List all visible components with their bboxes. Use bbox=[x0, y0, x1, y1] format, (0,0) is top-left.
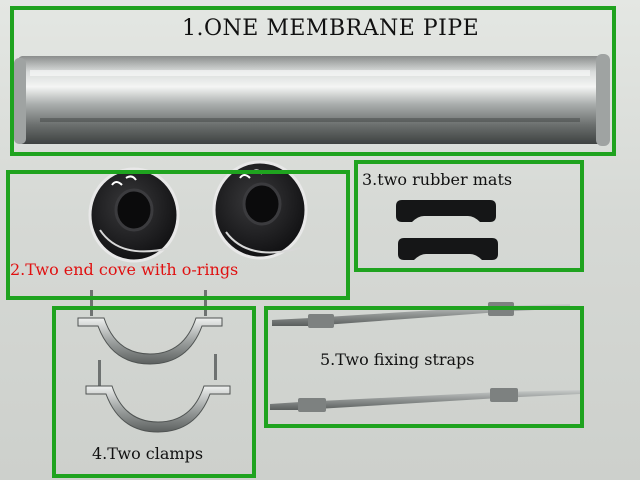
pipe-label: 1.ONE MEMBRANE PIPE bbox=[182, 16, 480, 41]
rubber-mat-bottom bbox=[398, 238, 498, 260]
straps-highlight-box bbox=[264, 306, 584, 428]
pipe-highlight-box bbox=[10, 6, 616, 156]
rubber-mat-top bbox=[396, 200, 496, 222]
straps-label: 5.Two fixing straps bbox=[320, 350, 475, 369]
end-cap-right bbox=[212, 160, 308, 260]
membrane-pipe bbox=[14, 54, 610, 146]
end-caps-label: 2.Two end cove with o-rings bbox=[10, 260, 239, 279]
end-cap-left bbox=[88, 167, 180, 263]
fixing-strap-bottom bbox=[270, 388, 580, 412]
clamp-top bbox=[77, 290, 223, 365]
clamps-label: 4.Two clamps bbox=[92, 444, 204, 463]
clamps-highlight-box bbox=[52, 306, 256, 478]
end-caps-highlight-box bbox=[6, 170, 350, 300]
clamp-bottom bbox=[85, 354, 231, 433]
rubber-mats-highlight-box bbox=[354, 160, 584, 272]
rubber-mats-label: 3.two rubber mats bbox=[362, 170, 513, 189]
